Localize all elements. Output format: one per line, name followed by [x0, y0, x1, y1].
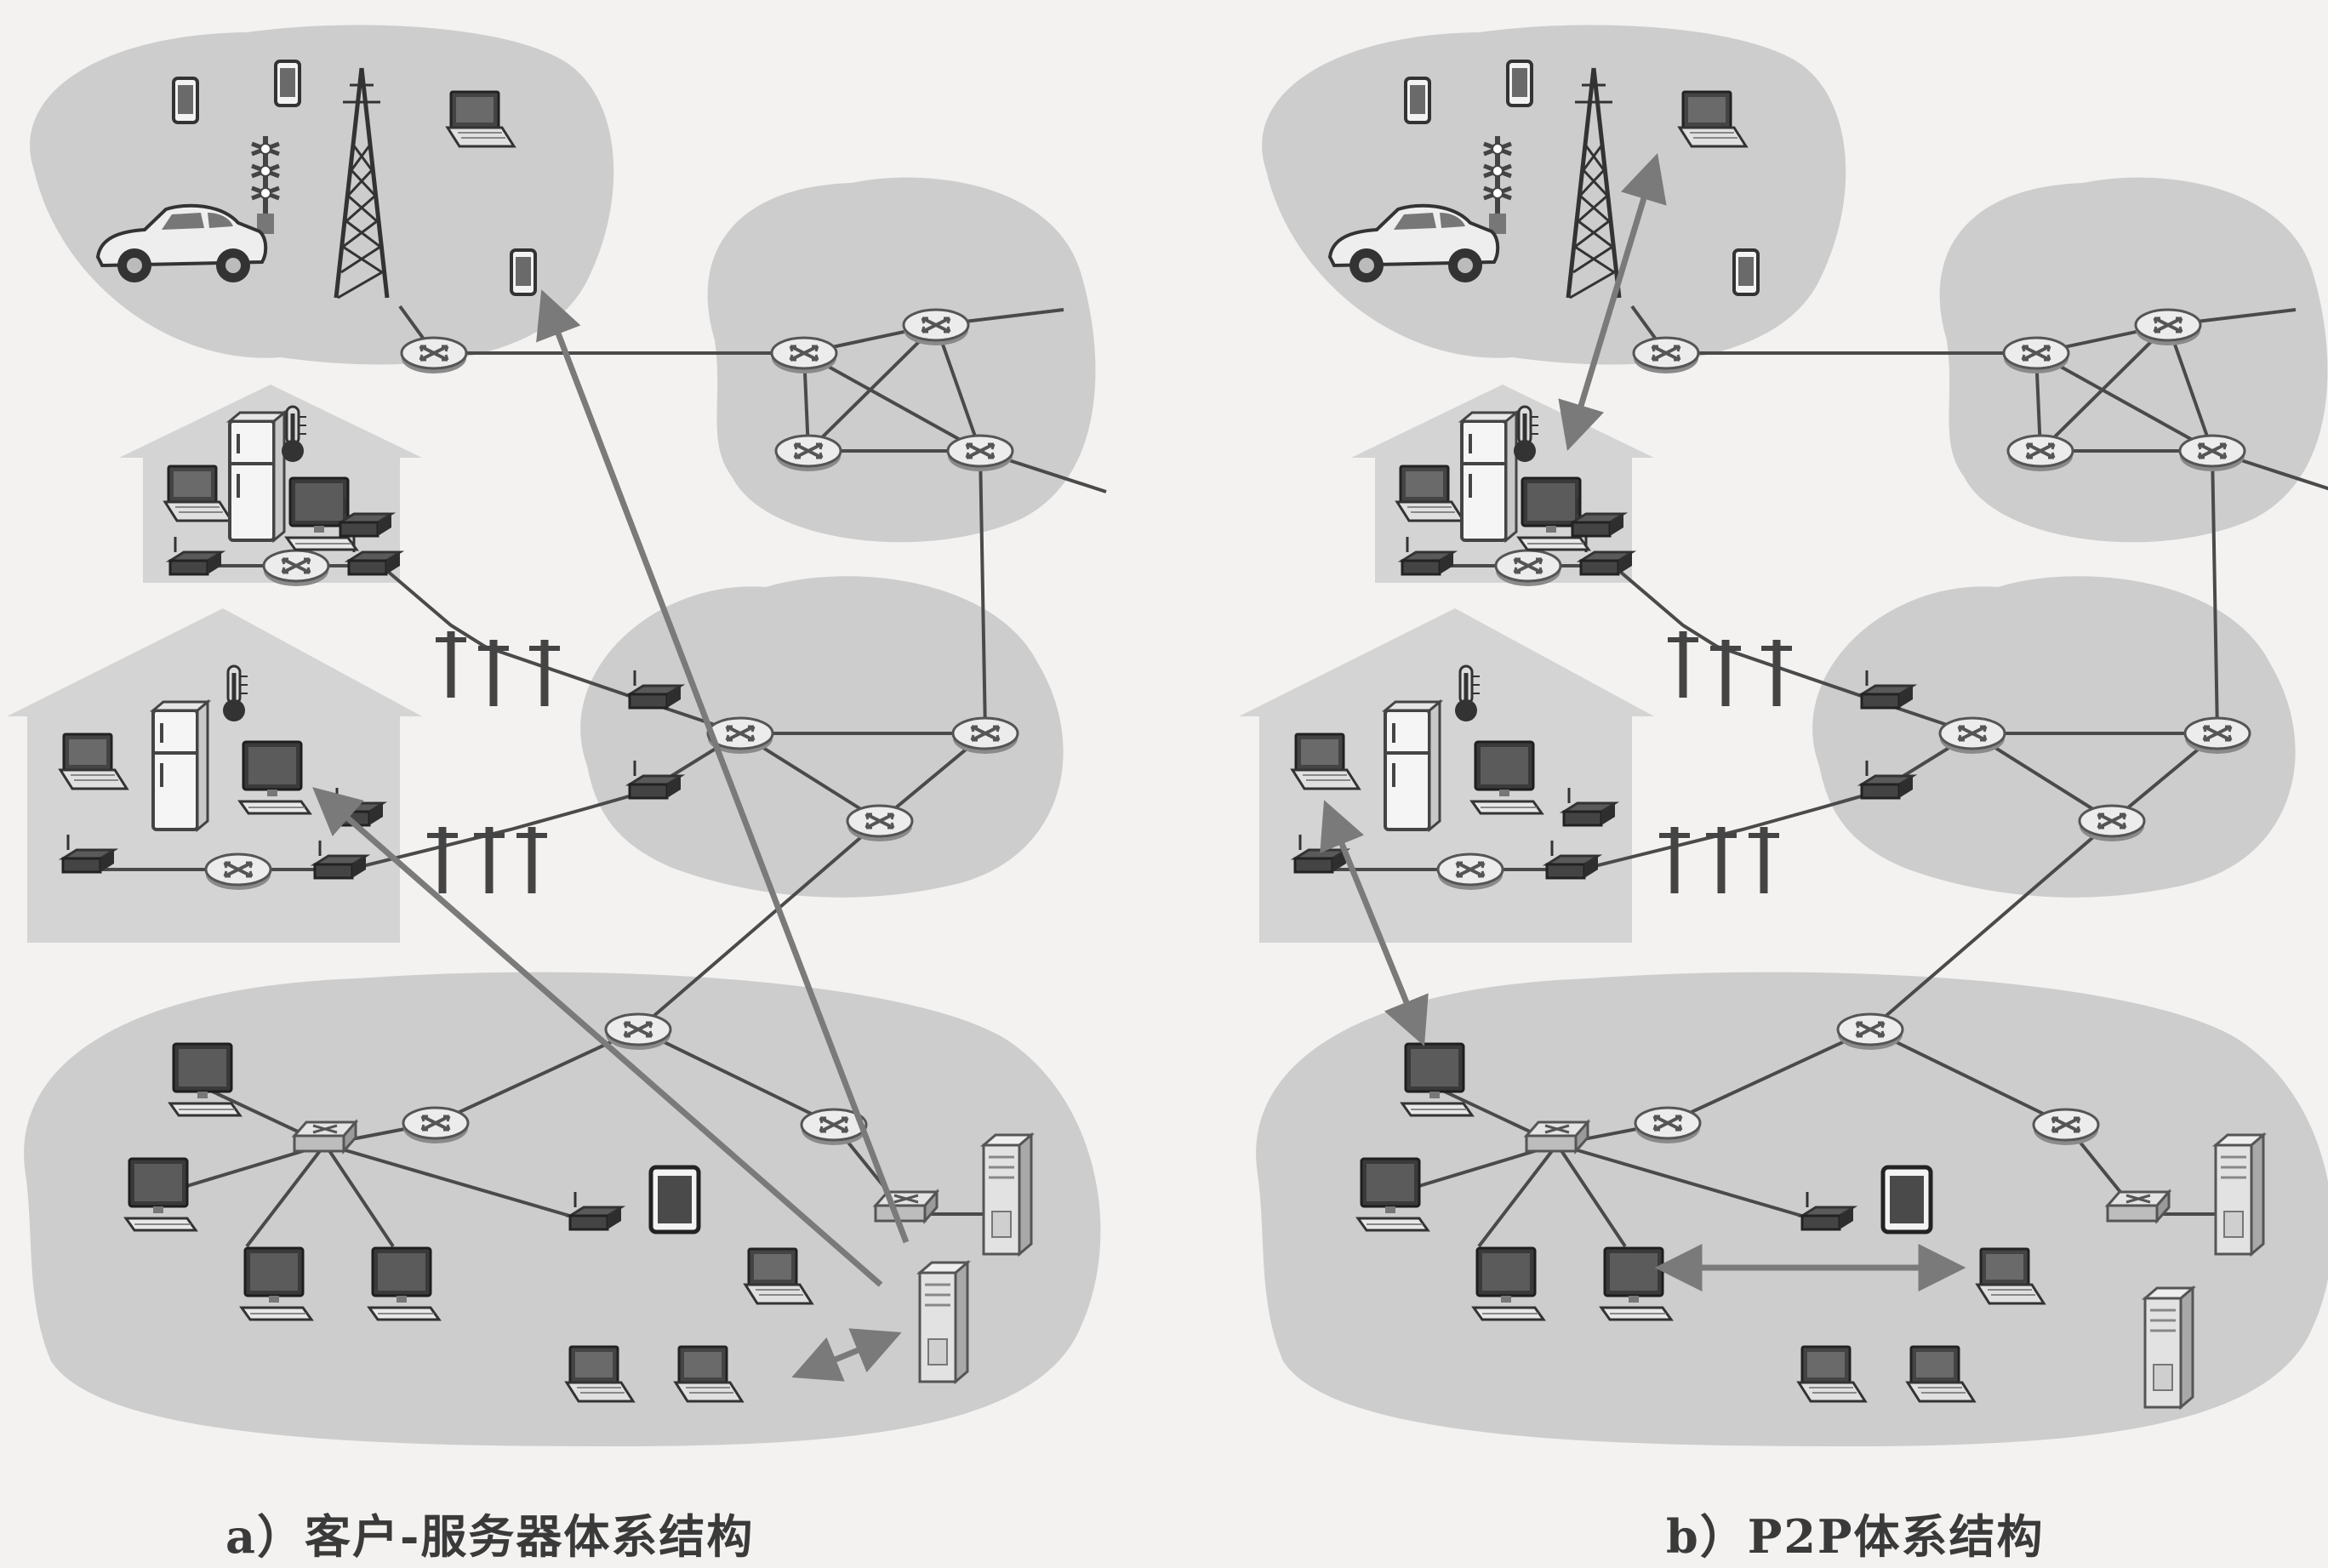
server-to-laptop-arrow: [791, 1328, 902, 1382]
server-icon: [2143, 1286, 2194, 1409]
server-icon: [918, 1261, 969, 1383]
peer-home-to-enterprise-arrow: [1320, 800, 1429, 1046]
phone-icon: [510, 248, 537, 296]
caption-client-server: a）客户-服务器体系结构: [225, 1509, 755, 1564]
server-to-phone-arrow: [536, 289, 910, 1244]
caption-p2p: b）P2P体系结构: [1666, 1509, 2045, 1564]
server-to-home-arrow: [312, 787, 883, 1287]
panel-p2p: [1239, 25, 2328, 1446]
peer-laptop-to-home-arrow: [1558, 152, 1667, 452]
panel-client-server: [7, 25, 1106, 1446]
phone-icon: [1732, 248, 1760, 296]
